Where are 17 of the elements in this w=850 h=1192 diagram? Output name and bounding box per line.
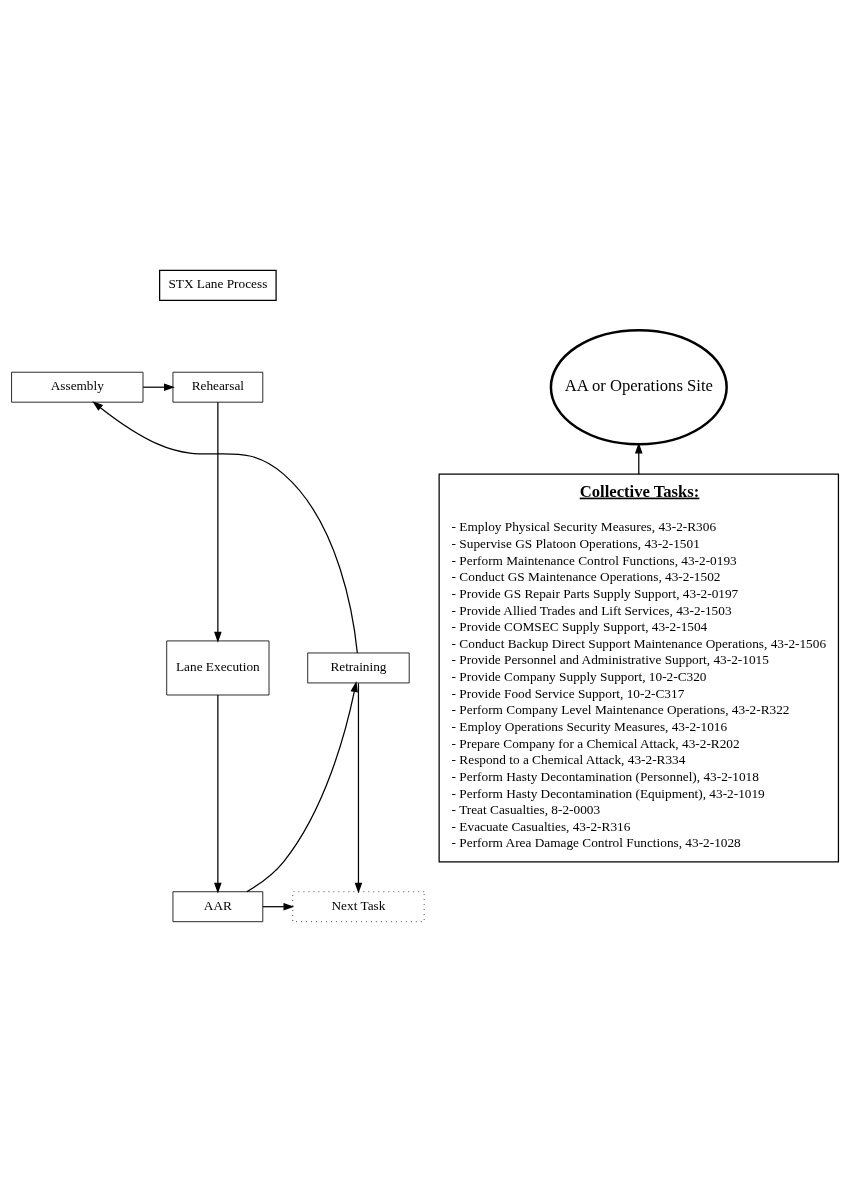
arrow — [246, 681, 358, 893]
arrow — [214, 401, 222, 643]
arrow — [142, 383, 175, 391]
arrow — [635, 442, 643, 475]
node-box: STX Lane Process — [159, 269, 277, 301]
arrow — [92, 401, 358, 654]
node-box: Rehearsal — [172, 371, 264, 403]
node-box: Assembly — [11, 371, 144, 403]
node-ellipse: AA or Operations Site — [549, 328, 728, 446]
node-box: Next Task — [292, 891, 425, 923]
arrow — [354, 682, 363, 894]
node-box: AAR — [172, 891, 264, 923]
arrow — [262, 902, 295, 911]
node-box: Lane Execution — [166, 640, 270, 696]
node-box: Retraining — [307, 652, 410, 684]
arrow — [214, 694, 222, 894]
node-box: Collective Tasks: - Employ Physical Security Measures, 43-2-R306 - Supervise GS Platoon Operations, 43-2-1501 - Perform Maintenance Control Functions, 43-2-0193 - Conduct GS Maintenance Operations, 43-2-1502 - Provide GS Repair Parts Supply Support, 43-2-0197 - Provide Allied Trades and Lift Services, 43-2-1503 - Provide COMSEC Supply Support, 43-2-1504 - Conduct Backup Direct Support Maintenance Operations, 43-2-1506 - Provide Personnel and Administrative Support, 43-2-1015 - Provide Company Supply Support, 10-2-C320 - Provide Food Service Support, 10-2-C317 - Perform Company Level Maintenance Operations, 43-2-R322 - Employ Operations Security Measures, 43-2-1016 - Prepare Company for a Chemical Attack, 43-2-R202 - Respond to a Chemical Attack, 43-2-R334 - Perform Hasty Decontamination (Personnel), 43-2-1018 - Perform Hasty Decontamination (Equipment), 43-2-1019 - Treat Casualties, 8-2-0003 - Evacuate Casualties, 43-2-R316 - Perform Area Damage Control Functions, 43-2-1028 — [438, 473, 840, 863]
